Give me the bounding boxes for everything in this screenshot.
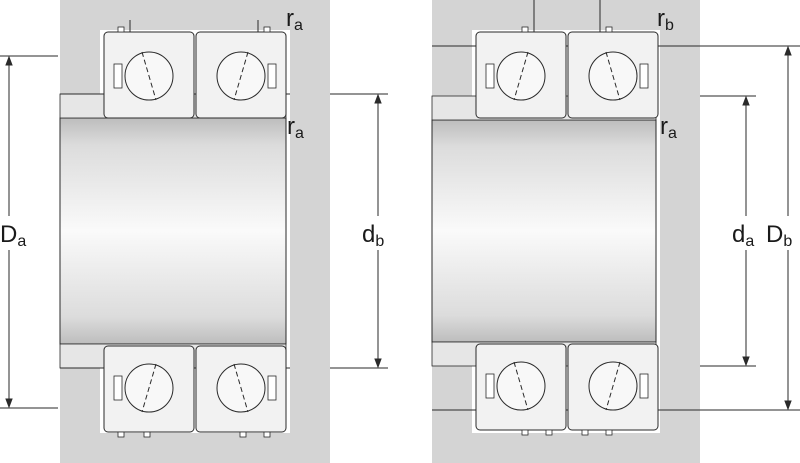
- right-bearing-bottom: [475, 343, 659, 436]
- label-left-corner-bore: ra: [287, 113, 304, 142]
- left-dimension-db: [330, 93, 388, 369]
- left-assembly: [59, 0, 330, 463]
- right-assembly: [431, 0, 700, 463]
- label-left-housing-dim: Da: [0, 221, 26, 250]
- label-left-corner-top: ra: [286, 5, 303, 34]
- label-right-shaft-dim: da: [732, 221, 754, 250]
- right-bearing-top: [475, 0, 659, 119]
- right-shaft: [431, 119, 657, 343]
- left-shaft: [59, 117, 287, 345]
- left-dimension-da: [0, 55, 58, 409]
- label-right-corner-top: rb: [657, 5, 674, 34]
- right-dimension-db: [700, 45, 800, 411]
- label-left-shaft-dim: db: [362, 221, 384, 250]
- right-dimension-da: [700, 95, 756, 367]
- left-bearing-bottom: [103, 345, 287, 438]
- label-right-housing-dim: Db: [766, 221, 792, 250]
- left-bearing-top: [103, 20, 287, 119]
- label-right-corner-bore: ra: [660, 113, 677, 142]
